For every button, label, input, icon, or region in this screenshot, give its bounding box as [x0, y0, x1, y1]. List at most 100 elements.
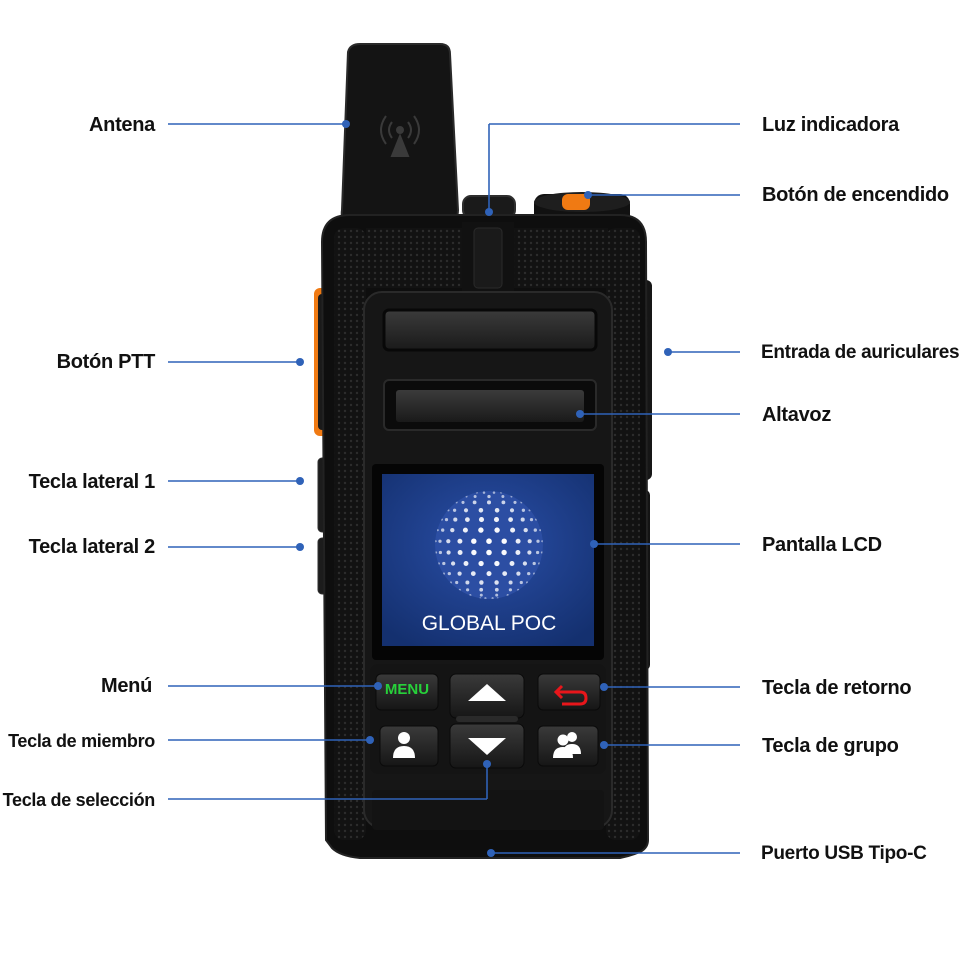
globe-dot [462, 527, 468, 533]
globe-dot [441, 528, 445, 532]
menu-key-label: MENU [384, 681, 430, 698]
globe-dot [494, 587, 499, 592]
label-luz-indicadora: Luz indicadora [762, 114, 899, 136]
globe-logo [435, 491, 543, 599]
globe-dot [532, 561, 536, 566]
globe-dot [501, 500, 506, 505]
label-boton-encendido: Botón de encendido [762, 184, 949, 206]
globe-dot [509, 561, 515, 566]
globe-dot [491, 597, 494, 599]
globe-dot [502, 571, 508, 576]
globe-dot [446, 550, 451, 555]
globe-dot [450, 561, 456, 566]
top-grille-right [514, 228, 608, 288]
globe-dot [479, 580, 484, 585]
label-tecla-lateral-1: Tecla lateral 1 [28, 471, 156, 493]
globe-dot [516, 571, 521, 576]
screen-brand-text: GLOBAL POC [421, 612, 557, 635]
menu-key[interactable] [375, 673, 439, 711]
globe-dot [515, 538, 521, 544]
label-tecla-retorno: Tecla de retorno [762, 677, 912, 699]
globe-dot [473, 494, 477, 499]
globe-dot [486, 571, 492, 577]
globe-dot [461, 500, 465, 504]
globe-dot [494, 527, 500, 533]
return-icon [553, 684, 588, 706]
globe-dot [463, 561, 469, 566]
globe-dot [478, 527, 484, 533]
globe-dot [522, 561, 528, 566]
leader-dots [296, 120, 672, 857]
globe-dot [494, 508, 500, 513]
globe-dot [508, 517, 513, 522]
globe-dot [501, 549, 507, 556]
member-icon [393, 732, 415, 758]
globe-dot [442, 561, 446, 566]
label-boton-ptt: Botón PTT [56, 351, 156, 373]
label-tecla-grupo: Tecla de grupo [762, 735, 899, 757]
bottom-panel [372, 790, 604, 830]
globe-dot [510, 527, 516, 533]
globe-dot [450, 527, 455, 533]
globe-dot [487, 494, 491, 499]
globe-dot [492, 491, 496, 494]
globe-dot [521, 508, 526, 512]
globe-dot [533, 528, 537, 532]
globe-dot [515, 550, 521, 555]
speaker-grille-left [334, 228, 366, 840]
globe-dot [527, 539, 532, 544]
label-tecla-seleccion: Tecla de selección [2, 790, 156, 810]
globe-dot [457, 538, 463, 544]
globe-dot [465, 517, 470, 522]
globe-dot [471, 538, 477, 544]
globe-dot [444, 518, 449, 522]
globe-dot [452, 508, 457, 512]
down-arrow-icon [468, 738, 506, 755]
globe-dot [465, 580, 470, 585]
globe-dot [479, 593, 483, 597]
label-menu: Menú [100, 675, 152, 697]
globe-dot [463, 508, 469, 513]
label-antena: Antena [89, 114, 155, 136]
label-tecla-lateral-2: Tecla lateral 2 [28, 536, 156, 558]
label-pantalla-lcd: Pantalla LCD [762, 534, 882, 556]
globe-dot [453, 517, 458, 522]
globe-dot [536, 539, 540, 543]
antenna-signal-icon [380, 115, 420, 157]
globe-dot [509, 508, 515, 513]
speaker-slot-1 [382, 308, 598, 352]
globe-dot [501, 494, 505, 499]
globe-dot [479, 587, 484, 592]
label-puerto-usb: Puerto USB Tipo-C [761, 843, 927, 864]
label-altavoz: Altavoz [762, 404, 832, 426]
globe-dot [501, 538, 507, 544]
globe-dot [529, 518, 534, 522]
globe-dot [438, 550, 443, 555]
top-grille-left [366, 228, 462, 288]
globe-dot [484, 597, 487, 599]
globe-dot [438, 539, 442, 543]
leader-lines [168, 123, 740, 854]
globe-dot [470, 571, 476, 576]
globe-dot [535, 550, 540, 555]
globe-dot [472, 500, 477, 505]
globe-dot [478, 517, 485, 523]
up-arrow-icon [468, 684, 506, 701]
globe-dot [527, 550, 532, 555]
globe-dot [471, 549, 477, 556]
globe-dot [482, 491, 486, 494]
globe-dot [486, 538, 492, 544]
globe-dot [508, 580, 513, 585]
globe-dot [455, 580, 459, 585]
globe-dot [493, 517, 500, 523]
globe-dot [457, 550, 463, 555]
globe-dot [519, 580, 523, 585]
group-icon [553, 732, 581, 758]
globe-dot [486, 549, 492, 556]
member-key[interactable] [379, 725, 439, 767]
globe-dot [446, 539, 451, 544]
globe-dot [520, 517, 525, 522]
label-tecla-miembro: Tecla de miembro [8, 731, 155, 751]
label-entrada-auriculares: Entrada de auriculares [761, 342, 960, 363]
